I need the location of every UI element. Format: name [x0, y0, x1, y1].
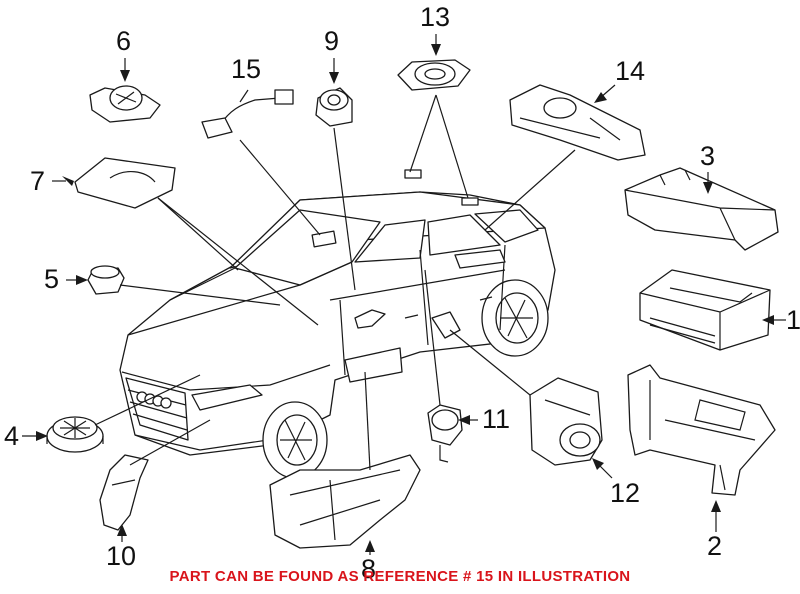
part-4-speaker — [46, 416, 104, 453]
part-2-mounting-bracket — [627, 364, 776, 496]
callout-10: 10 — [106, 541, 137, 571]
part-10-bracket — [99, 454, 149, 531]
callout-5: 5 — [44, 264, 60, 294]
part-12-unit-housing — [529, 377, 603, 466]
callout-3: 3 — [700, 141, 716, 171]
part-1-control-module — [639, 269, 771, 351]
callout-12: 12 — [610, 478, 641, 508]
part-6-speaker-housing — [89, 85, 161, 123]
part-8-lower-bracket — [269, 454, 421, 549]
reference-note: PART CAN BE FOUND AS REFERENCE # 15 IN I… — [169, 568, 631, 585]
part-14-subwoofer-housing — [509, 84, 646, 161]
callout-13: 13 — [420, 2, 451, 32]
part-3-amplifier-bracket — [624, 167, 779, 251]
part-15-wiring-harness — [201, 89, 294, 139]
callout-1: 1 — [786, 305, 800, 335]
callout-14: 14 — [615, 56, 646, 86]
callout-2: 2 — [707, 531, 723, 561]
part-7-trim-panel — [74, 157, 176, 209]
part-5-tweeter — [87, 265, 125, 295]
callout-4: 4 — [4, 421, 20, 451]
callout-11: 11 — [482, 404, 511, 434]
callout-15: 15 — [231, 54, 262, 84]
callout-6: 6 — [116, 26, 132, 56]
leader-lines — [22, 34, 786, 555]
vehicle-outline — [119, 169, 556, 479]
part-13-speaker — [397, 59, 471, 91]
callout-9: 9 — [324, 26, 340, 56]
callout-8: 8 — [361, 554, 377, 584]
part-9-sensor — [315, 87, 353, 127]
part-11-sensor — [427, 404, 463, 463]
callout-7: 7 — [30, 166, 46, 196]
